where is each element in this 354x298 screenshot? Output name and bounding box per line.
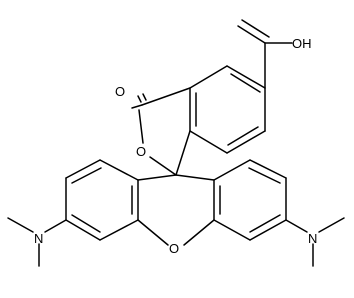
atom-label-lactone-oxygen: O bbox=[136, 144, 146, 159]
bond bbox=[226, 130, 266, 154]
atom-label-amine-left: N bbox=[34, 231, 43, 246]
atom-label-xanthene-oxygen: O bbox=[169, 241, 179, 256]
bond bbox=[99, 159, 139, 181]
bond bbox=[71, 214, 101, 233]
bond bbox=[137, 95, 142, 103]
bond bbox=[226, 65, 266, 89]
bonds bbox=[7, 19, 345, 267]
bond bbox=[249, 214, 281, 233]
bond bbox=[230, 73, 261, 93]
bond bbox=[237, 25, 266, 44]
bond bbox=[65, 159, 101, 179]
atom-label-amine-right: N bbox=[308, 231, 317, 246]
bond bbox=[142, 93, 147, 101]
bond bbox=[175, 174, 215, 181]
bond bbox=[249, 159, 287, 179]
bond bbox=[213, 159, 251, 181]
bond bbox=[137, 219, 169, 246]
bond bbox=[149, 156, 177, 176]
atom-labels: OH O O O N N bbox=[34, 36, 317, 256]
bond bbox=[138, 109, 144, 144]
bond bbox=[131, 104, 143, 109]
bond bbox=[99, 219, 139, 241]
bond bbox=[183, 219, 215, 246]
bond bbox=[137, 174, 177, 181]
atom-label-hydroxyl: OH bbox=[292, 36, 312, 51]
bond bbox=[44, 219, 67, 233]
atom-label-carbonyl-oxygen: O bbox=[115, 84, 125, 99]
bond bbox=[213, 219, 251, 241]
bond bbox=[71, 167, 102, 184]
bond bbox=[318, 217, 345, 233]
bond bbox=[189, 65, 228, 89]
bond bbox=[175, 130, 191, 176]
bond bbox=[189, 130, 228, 154]
bond bbox=[248, 167, 281, 184]
bond bbox=[241, 19, 270, 38]
bond bbox=[285, 219, 308, 233]
bond bbox=[249, 219, 287, 241]
bond bbox=[7, 217, 34, 233]
bond bbox=[65, 219, 101, 241]
bond bbox=[141, 87, 191, 106]
bond bbox=[227, 126, 259, 146]
